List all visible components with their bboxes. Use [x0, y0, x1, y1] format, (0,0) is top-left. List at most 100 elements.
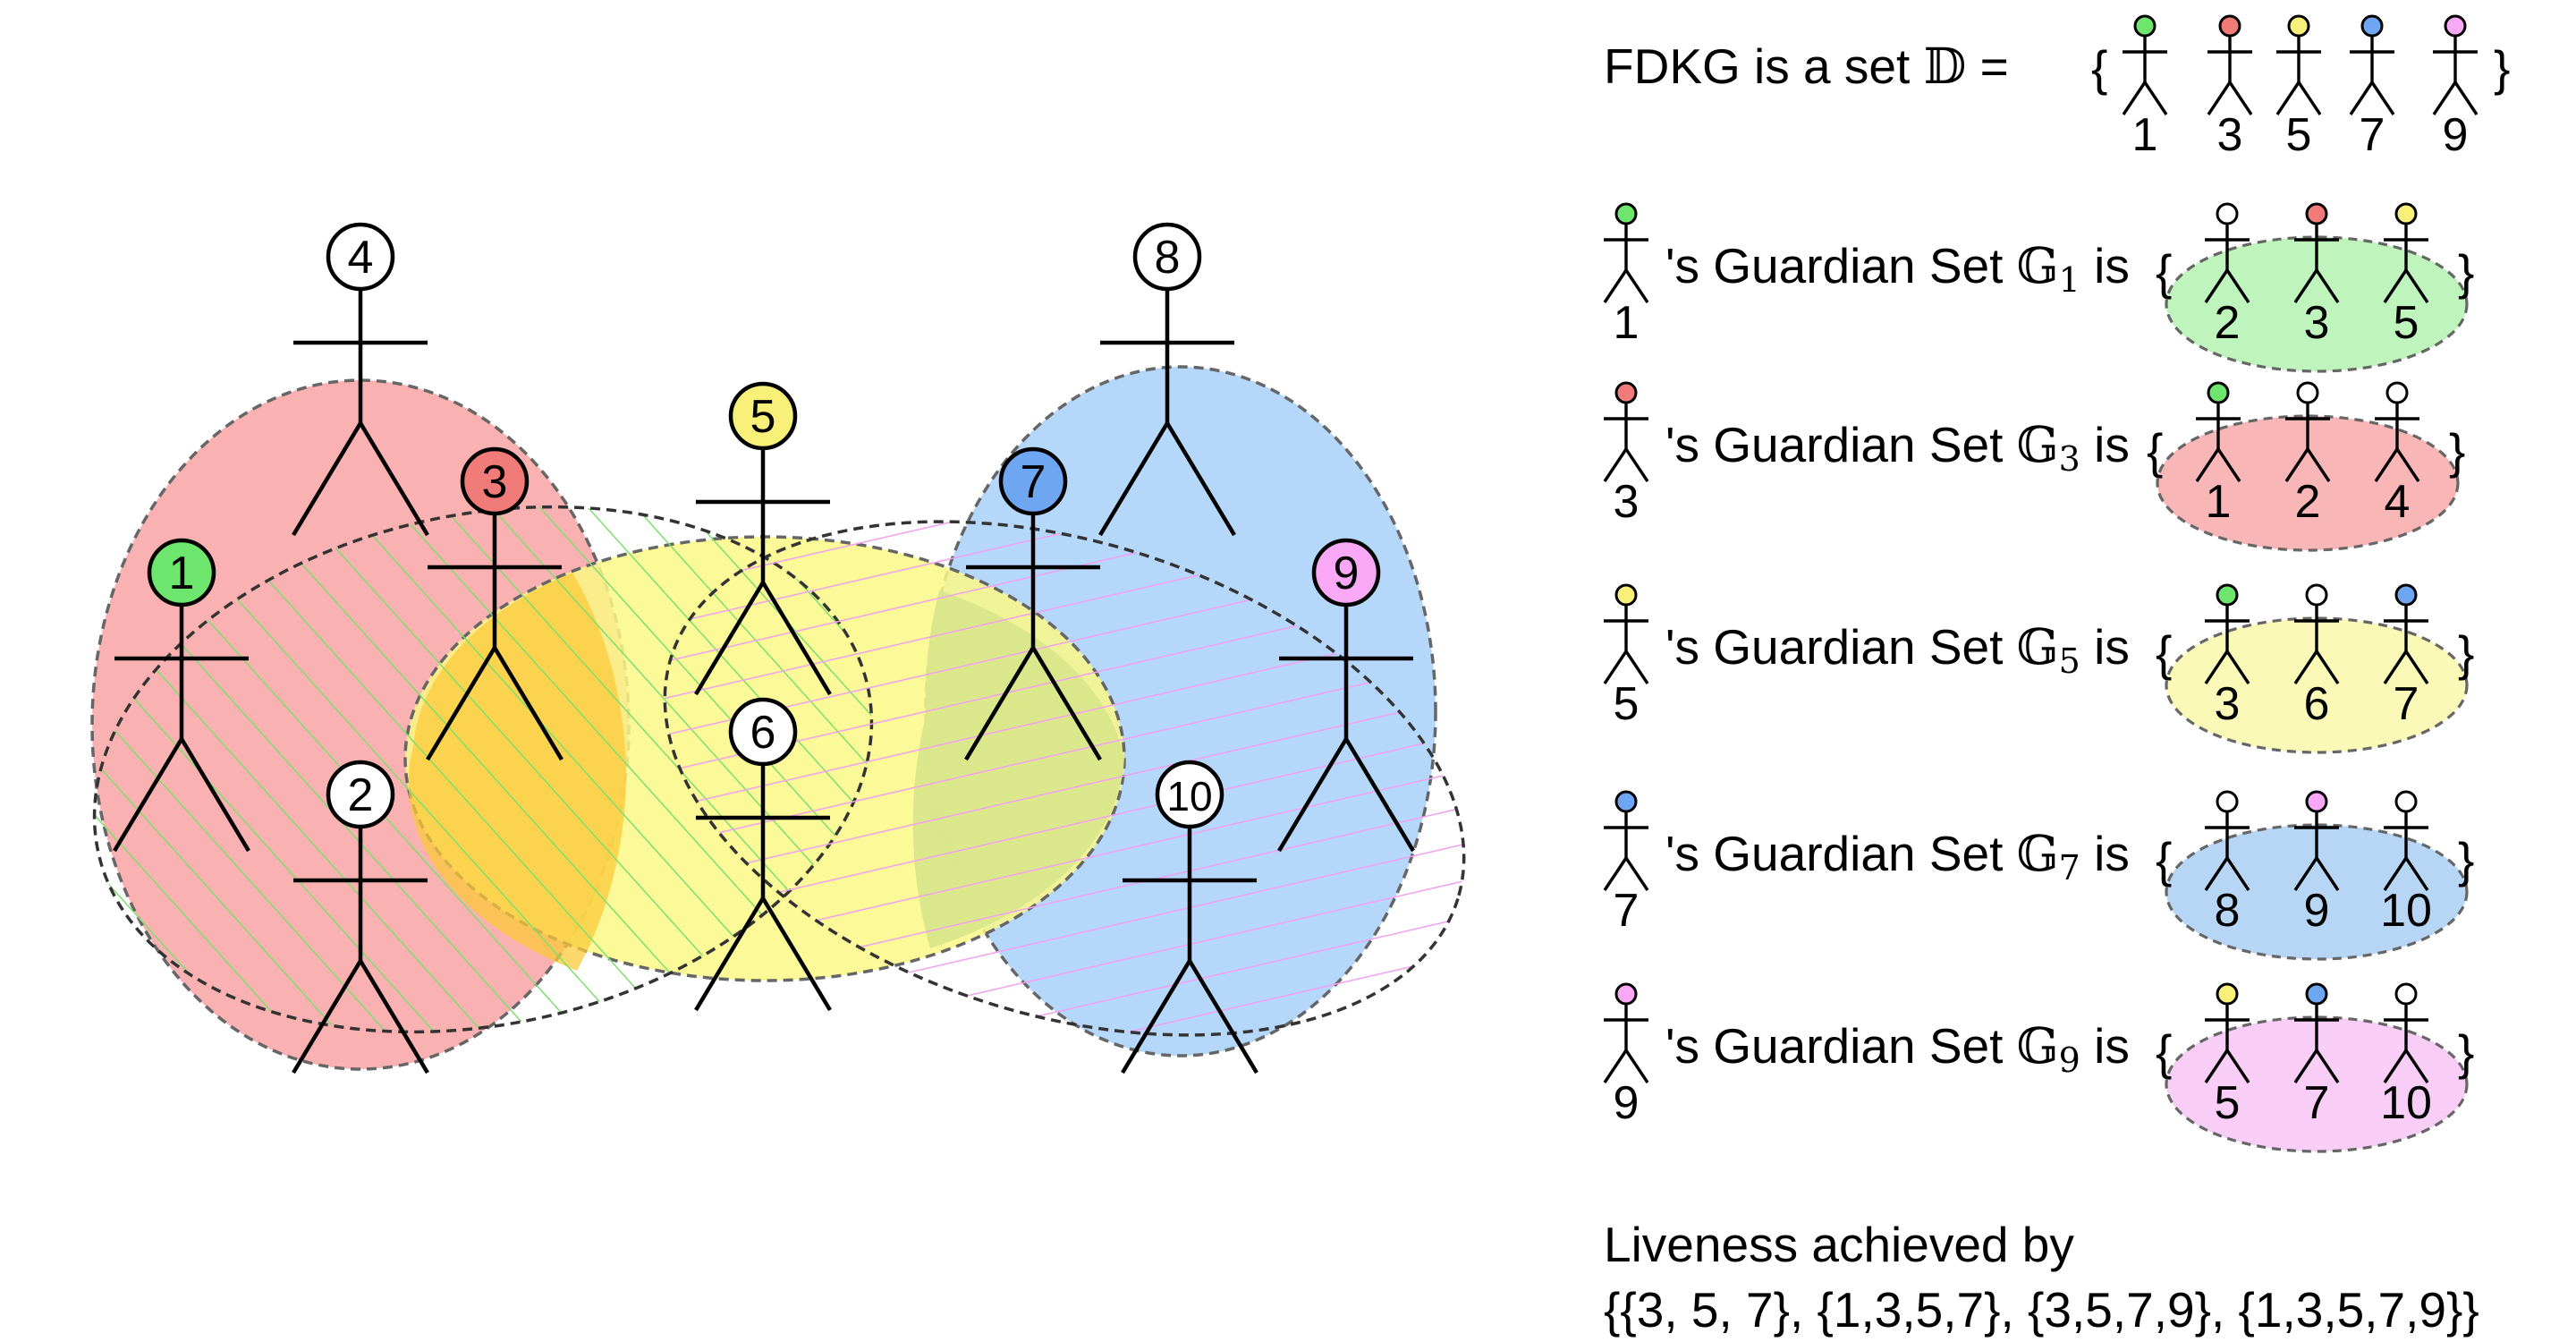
fdkg-title: FDKG is a set 𝔻 =	[1604, 38, 2009, 95]
guardian-set-caption: 's Guardian Set 𝔾7 is	[1665, 825, 2130, 888]
right-leg-line	[2404, 857, 2429, 891]
left-leg-line	[694, 896, 765, 1012]
left-leg-line	[1277, 737, 1348, 853]
figure-head	[2287, 14, 2310, 38]
participant-label: 5	[750, 391, 776, 443]
fdkg-brace-close: }	[2494, 40, 2510, 96]
left-leg-line	[2122, 81, 2147, 115]
guardian-member-5: 5	[2383, 202, 2429, 349]
liveness-line-1: Liveness achieved by	[1604, 1217, 2074, 1272]
guardian-set-caption: 's Guardian Set 𝔾1 is	[1665, 237, 2130, 300]
right-leg-line	[2315, 650, 2340, 684]
set-subscript: 3	[2059, 439, 2080, 479]
right-leg-line	[1188, 959, 1258, 1074]
right-leg-line	[2315, 857, 2340, 891]
left-leg-line	[2207, 81, 2232, 115]
guardian-member-1: 1	[2195, 381, 2241, 528]
brace-open: {	[2156, 832, 2172, 888]
left-leg-line	[964, 646, 1035, 761]
figure-head	[1614, 202, 1638, 225]
brace-close: }	[2458, 244, 2474, 300]
figure-label: 6	[2304, 678, 2330, 730]
right-leg-line	[493, 646, 564, 761]
right-leg-line	[2315, 1049, 2340, 1083]
set-subscript: 7	[2059, 848, 2080, 888]
figure-head	[1614, 381, 1638, 404]
figure-label: 7	[2360, 109, 2385, 161]
figure-head	[2216, 982, 2239, 1006]
participant-3: 3	[426, 446, 564, 761]
caption-text: 's Guardian Set	[1665, 417, 2017, 472]
set-subscript: 9	[2059, 1040, 2080, 1080]
participant-4: 4	[292, 222, 429, 537]
left-leg-line	[2349, 81, 2374, 115]
guardian-member-10: 10	[2380, 790, 2432, 937]
figure-label: 3	[2215, 678, 2241, 730]
brace-close: }	[2458, 1024, 2474, 1080]
guardian-owner-9: 9	[1603, 982, 1649, 1129]
fdkg-member-9: 9	[2432, 14, 2479, 161]
set-subscript: 1	[2059, 260, 2080, 300]
figure-head	[2216, 790, 2239, 813]
figure-head	[1614, 790, 1638, 813]
left-leg-line	[113, 737, 183, 853]
participant-label: 8	[1155, 232, 1181, 284]
caption-text: 's Guardian Set	[1665, 238, 2017, 293]
left-leg-line	[694, 581, 765, 696]
left-leg-line	[2204, 857, 2229, 891]
participant-head	[1311, 538, 1381, 607]
figure-label: 5	[2286, 109, 2312, 161]
left-leg-line	[292, 959, 362, 1074]
right-leg-line	[1344, 737, 1415, 853]
figure-head	[1614, 583, 1638, 607]
guardian-member-5: 5	[2204, 982, 2250, 1129]
set-symbol: 𝔾	[2017, 825, 2059, 882]
right-leg-line	[2297, 81, 2322, 115]
left-leg-line	[1603, 269, 1628, 303]
right-leg-line	[1165, 421, 1236, 537]
right-leg-line	[1624, 1049, 1649, 1083]
figure-label: 3	[2304, 297, 2330, 349]
left-leg-line	[2374, 448, 2399, 482]
guardian-region-9	[663, 520, 1466, 1037]
brace-open: {	[2156, 625, 2172, 681]
brace-close: }	[2458, 832, 2474, 888]
participant-6: 6	[694, 697, 832, 1012]
figure-head	[2360, 14, 2384, 38]
figure-head	[2394, 202, 2418, 225]
figure-label: 4	[2385, 476, 2411, 528]
participant-label: 2	[348, 769, 374, 821]
right-leg-line	[359, 421, 429, 537]
right-leg-line	[2225, 269, 2250, 303]
figure-label: 10	[2380, 885, 2432, 937]
figure-label: 7	[1614, 885, 1640, 937]
guardian-owner-1: 1	[1603, 202, 1649, 349]
guardian-member-3: 3	[2293, 202, 2340, 349]
right-leg-line	[2306, 448, 2331, 482]
figure-label: 9	[2304, 885, 2330, 937]
right-leg-line	[761, 581, 832, 696]
figure-label: 2	[2295, 476, 2321, 528]
left-leg-line	[1603, 448, 1628, 482]
right-leg-line	[1031, 646, 1102, 761]
brace-close: }	[2449, 423, 2465, 479]
guardian-set-oval	[2165, 823, 2469, 961]
left-leg-line	[2293, 857, 2318, 891]
guardian-owner-7: 7	[1603, 790, 1649, 937]
figure-label: 5	[2394, 297, 2419, 349]
participant-head	[147, 538, 216, 607]
left-leg-line	[2204, 650, 2229, 684]
left-leg-line	[2293, 269, 2318, 303]
left-leg-line	[2383, 857, 2408, 891]
fdkg-member-5: 5	[2275, 14, 2322, 161]
right-leg-line	[2225, 857, 2250, 891]
caption-text: 's Guardian Set	[1665, 826, 2017, 881]
figure-head	[2305, 583, 2328, 607]
participant-head	[1132, 222, 1202, 292]
set-symbol: 𝔾	[2017, 237, 2059, 294]
